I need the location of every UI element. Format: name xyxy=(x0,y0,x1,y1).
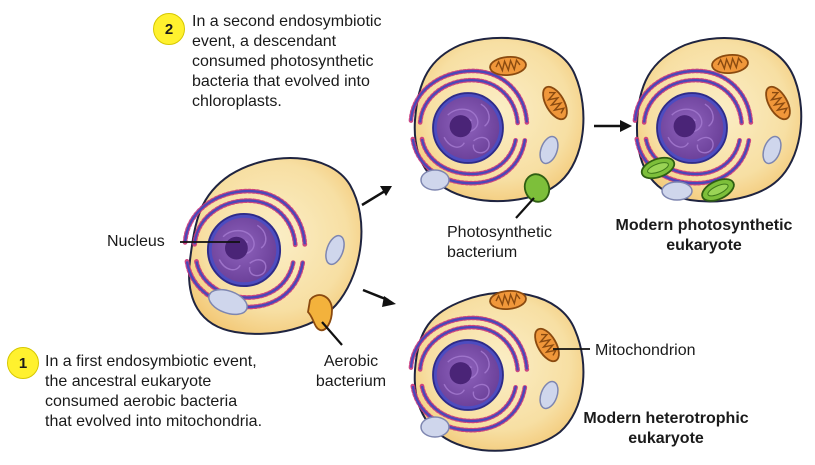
modern-heterotrophic-line: Modern heterotrophic xyxy=(583,410,749,427)
aerobic-label-line: bacterium xyxy=(315,373,387,390)
photosynthetic-bacterium-engulfed xyxy=(523,173,551,203)
aerobic-bacterium-engulfed xyxy=(307,294,333,332)
step-1-line: In a first endosymbiotic event, xyxy=(45,353,257,370)
modern-photosynthetic-cell xyxy=(635,37,803,207)
ancestral-cell xyxy=(185,157,363,335)
step-2-line: In a second endosymbiotic xyxy=(192,13,382,30)
aerobic-leader-line xyxy=(321,321,343,346)
modern-photosynthetic-line: Modern photosynthetic xyxy=(615,217,793,234)
step-2-line: chloroplasts. xyxy=(192,93,282,110)
mitochondrion-label: Mitochondrion xyxy=(595,342,696,359)
modern-photosynthetic-line: eukaryote xyxy=(666,237,742,254)
aerobic-label-line: Aerobic xyxy=(323,353,379,370)
modern-heterotrophic-title: Modern heterotrophic eukaryote xyxy=(556,409,776,449)
step-2-caption: In a second endosymbiotic event, a desce… xyxy=(192,12,381,112)
step-2-line: bacteria that evolved into xyxy=(192,73,370,90)
step-1-caption: In a first endosymbiotic event, the ance… xyxy=(45,352,262,432)
modern-photosynthetic-title: Modern photosynthetic eukaryote xyxy=(594,216,814,256)
step-2-line: consumed photosynthetic xyxy=(192,53,374,70)
step-1-badge: 1 xyxy=(7,347,39,379)
step-2-badge: 2 xyxy=(153,13,185,45)
step-2-line: event, a descendant xyxy=(192,33,337,50)
step-1-line: that evolved into mitochondria. xyxy=(45,413,263,430)
photosynthetic-label-line: Photosynthetic xyxy=(447,224,552,241)
descendant-cell-engulfing xyxy=(411,36,585,203)
modern-heterotrophic-line: eukaryote xyxy=(628,430,704,447)
arrow-to-modern-photosynthetic xyxy=(594,120,632,132)
aerobic-bacterium-label: Aerobic bacterium xyxy=(306,352,396,392)
photosynthetic-label-line: bacterium xyxy=(447,244,518,261)
modern-heterotrophic-cell xyxy=(411,288,585,452)
step-1-line: consumed aerobic bacteria xyxy=(45,393,238,410)
nucleus-label: Nucleus xyxy=(107,233,165,250)
arrow-to-heterotrophic xyxy=(362,288,396,307)
arrow-to-photosynthetic-event xyxy=(361,186,392,207)
photosynthetic-bacterium-label: Photosynthetic bacterium xyxy=(447,223,552,263)
photosynthetic-leader-line xyxy=(515,197,535,219)
step-1-line: the ancestral eukaryote xyxy=(45,373,212,390)
